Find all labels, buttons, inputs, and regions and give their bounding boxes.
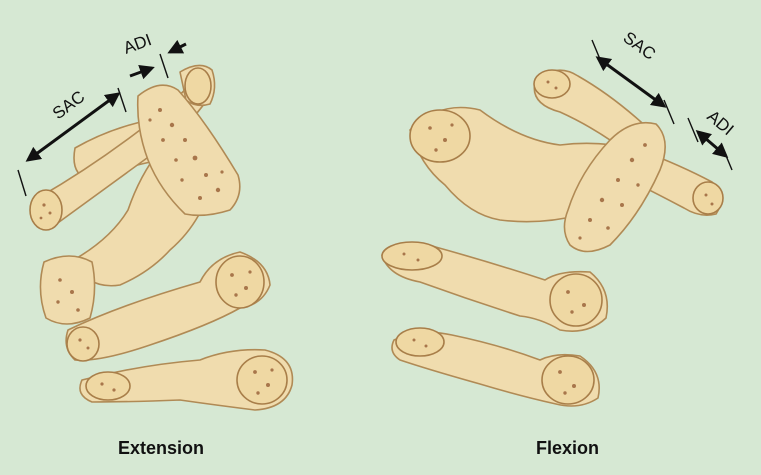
adi-end-tick-flexion	[722, 146, 732, 170]
c1-upper-facet	[185, 68, 211, 104]
adi-arrow-right	[170, 44, 186, 52]
flexion-caption: Flexion	[536, 438, 599, 459]
flexion-sac-label: SAC	[620, 28, 659, 64]
extension-spine	[30, 65, 292, 410]
sac-end-tick-flexion	[664, 100, 674, 124]
extension-caption: Extension	[118, 438, 204, 459]
adi-start-tick-flexion	[688, 118, 698, 142]
c3-vertebra	[40, 256, 94, 324]
sac-end-tick	[118, 88, 126, 112]
odontoid-block-flexion	[564, 123, 665, 252]
flexion-adi-label: ADI	[703, 107, 737, 140]
extension-sac-label: SAC	[49, 87, 88, 123]
sac-start-tick	[18, 170, 26, 196]
extension-adi-label: ADI	[121, 30, 154, 58]
c1-posterior-facet	[30, 190, 62, 230]
adi-arrow-left	[130, 68, 152, 76]
adi-end-tick	[160, 54, 168, 78]
